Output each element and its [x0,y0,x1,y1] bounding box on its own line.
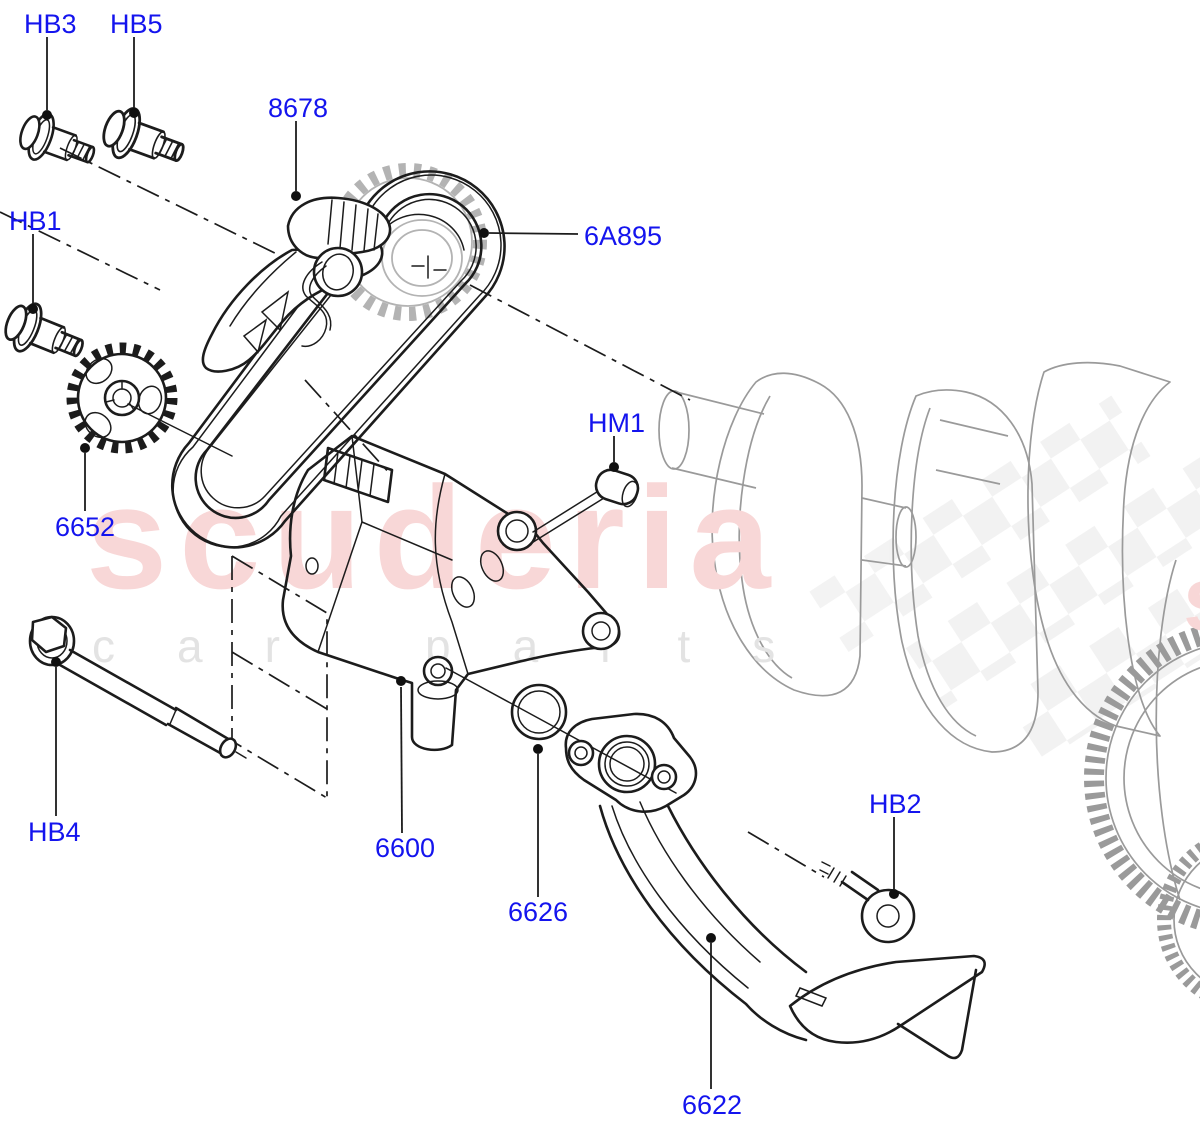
callout-6a895[interactable]: 6A895 [584,221,662,251]
callout-hb3[interactable]: HB3 [24,9,77,39]
callout-hm1[interactable]: HM1 [588,408,645,438]
watermark-brand-text: scuderia [86,456,783,619]
callout-6652[interactable]: 6652 [55,512,115,542]
watermark-word-car: car [92,620,342,672]
bolt-hb2-drawing [819,861,916,944]
watermark-word-parts: parts [425,620,837,672]
bolt-hb4-drawing [28,615,247,759]
crankshaft-gear-teeth [1084,625,1200,999]
callout-leader-lines [28,37,899,1089]
callout-6622[interactable]: 6622 [682,1090,742,1120]
callout-6626[interactable]: 6626 [508,897,568,927]
tensioner-rib-hatching [327,199,379,252]
o-ring-drawing [445,667,677,794]
oil-pump-drawing [281,434,621,752]
dowel-pin-drawing [529,468,640,545]
part-callouts: HB3 HB5 8678 6A895 HB1 6652 HM1 6600 662… [9,9,922,1120]
crankshaft-reference-drawing [658,361,1200,999]
callout-hb1[interactable]: HB1 [9,206,62,236]
callout-8678[interactable]: 8678 [268,93,328,123]
callout-hb5[interactable]: HB5 [110,9,163,39]
callout-hb4[interactable]: HB4 [28,817,81,847]
chain-tensioner-drawing [201,196,392,373]
callout-hb2[interactable]: HB2 [869,789,922,819]
sprocket-centre-mark [411,255,447,279]
watermark-brand-text-repeat: scuderia [1183,548,1200,650]
pump-sprocket-drawing [66,342,233,457]
callout-6600[interactable]: 6600 [375,833,435,863]
